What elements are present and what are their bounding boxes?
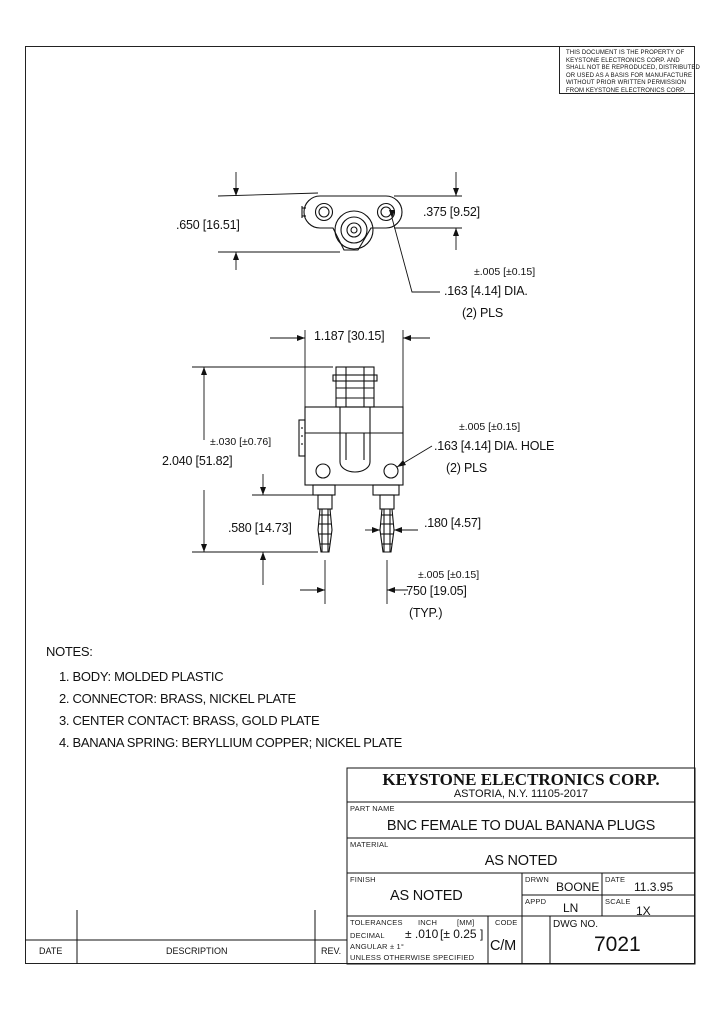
note-item: 3. CENTER CONTACT: BRASS, GOLD PLATE (59, 713, 320, 728)
part-name: BNC FEMALE TO DUAL BANANA PLUGS (386, 818, 656, 834)
material-label: MATERIAL (350, 840, 389, 849)
spacing-dim: .750 [19.05] (403, 584, 467, 598)
notice-line: THIS DOCUMENT IS THE PROPERTY OF (566, 50, 685, 56)
unless-note: UNLESS OTHERWISE SPECIFIED (350, 953, 475, 962)
top-height-dim: .650 [16.51] (176, 218, 240, 232)
front-width-dim: 1.187 [30.15] (314, 329, 385, 343)
rev-label: REV. (321, 946, 342, 956)
spacing-tolerance: ±.005 [±0.15] (418, 569, 480, 581)
code-label: CODE (495, 918, 518, 927)
spacing-typ: (TYP.) (409, 606, 443, 620)
front-height-dim: 2.040 [51.82] (162, 454, 233, 468)
decimal-label: DECIMAL (350, 931, 385, 940)
note-item: 1. BODY: MOLDED PLASTIC (59, 669, 224, 684)
pin-diameter-dim: .180 [4.57] (424, 516, 481, 530)
front-height-tolerance: ±.030 [±0.76] (210, 436, 272, 448)
front-view-dimensions (192, 330, 433, 604)
drawing-date: 11.3.95 (634, 880, 674, 894)
top-hole-dim: .163 [4.14] DIA. (444, 284, 528, 298)
tolerances-label: TOLERANCES (350, 918, 403, 927)
rev-date-label: DATE (39, 946, 63, 956)
approved-label: APPD (525, 897, 547, 906)
decimal-tolerance-mm: [± 0.25 ] (440, 927, 484, 941)
top-hole-tolerance: ±.005 [±0.15] (474, 266, 536, 278)
part-name-label: PART NAME (350, 804, 395, 813)
mm-label: [MM] (457, 918, 475, 927)
approved-by: LN (563, 901, 579, 915)
drawn-by: BOONE (556, 880, 600, 894)
front-hole-qty: (2) PLS (446, 461, 487, 475)
top-hole-qty: (2) PLS (462, 306, 503, 320)
scale-label: SCALE (605, 897, 631, 906)
front-hole-dim: .163 [4.14] DIA. HOLE (434, 439, 555, 453)
decimal-tolerance: ± .010 (405, 927, 439, 941)
front-view-outline (298, 366, 404, 553)
angular-tolerance: ANGULAR ± 1° (350, 942, 405, 951)
company-name: KEYSTONE ELECTRONICS CORP. (382, 770, 660, 789)
plug-length-dim: .580 [14.73] (228, 521, 292, 535)
inch-label: INCH (418, 918, 438, 927)
code-value: C/M (490, 938, 516, 954)
drawn-label: DRWN (525, 875, 549, 884)
top-view-outline (301, 195, 403, 251)
title-block-grid (25, 767, 696, 965)
dwg-no-label: DWG NO. (553, 919, 598, 930)
top-view-dimensions (217, 172, 462, 293)
notice-line: SHALL NOT BE REPRODUCED, DISTRIBUTED (566, 65, 700, 72)
note-item: 2. CONNECTOR: BRASS, NICKEL PLATE (59, 691, 296, 706)
scale-value: 1X (636, 904, 651, 918)
top-width-dim: .375 [9.52] (423, 205, 480, 219)
date-label: DATE (605, 875, 626, 884)
notice-line: FROM KEYSTONE ELECTRONICS CORP. (566, 87, 686, 94)
notice-line: WITHOUT PRIOR WRITTEN PERMISSION (566, 80, 687, 87)
note-item: 4. BANANA SPRING: BERYLLIUM COPPER; NICK… (59, 735, 402, 750)
dwg-no: 7021 (594, 933, 641, 956)
finish-label: FINISH (350, 875, 376, 884)
notice-line: KEYSTONE ELECTRONICS CORP. AND (566, 57, 680, 64)
company-address: ASTORIA, N.Y. 11105-2017 (453, 788, 589, 800)
notice-line: OR USED AS A BASIS FOR MANUFACTURE (566, 72, 693, 79)
proprietary-notice: THIS DOCUMENT IS THE PROPERTY OF KEYSTON… (559, 46, 700, 94)
front-hole-tolerance: ±.005 [±0.15] (459, 421, 521, 433)
notes-title: NOTES: (46, 644, 93, 659)
finish-value: AS NOTED (390, 888, 463, 904)
material-value: AS NOTED (484, 853, 558, 869)
rev-description-label: DESCRIPTION (166, 946, 228, 956)
